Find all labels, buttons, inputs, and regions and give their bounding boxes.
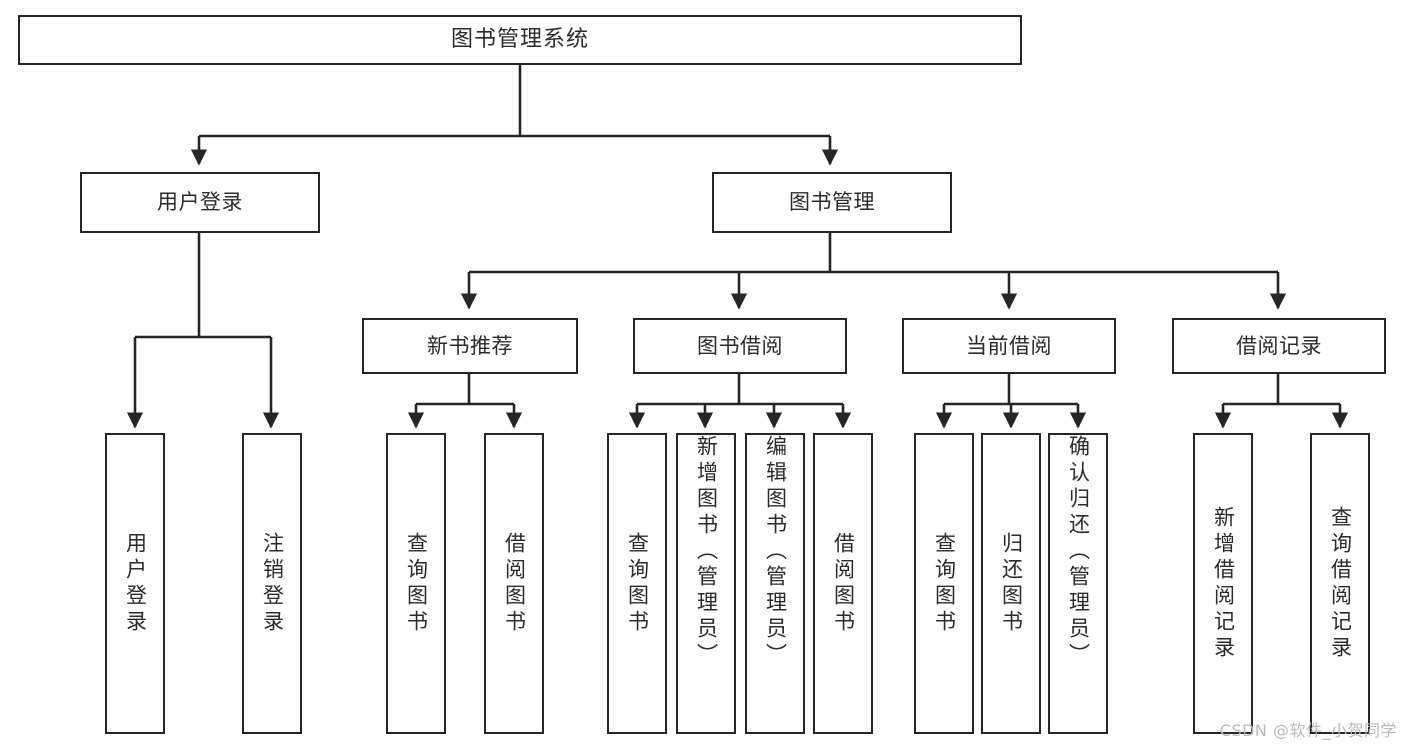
leaf-current-confirm-return-label: 确认归还（管理员） [1066,435,1091,669]
node-new-book-recommend[interactable]: 新书推荐 [362,318,578,374]
leaf-record-query-record[interactable]: 查询借阅记录 [1310,433,1370,734]
leaf-newbook-query-book-label: 查询图书 [404,531,429,636]
leaf-borrow-edit-book[interactable]: 编辑图书（管理员） [745,433,805,734]
leaf-record-add-record[interactable]: 新增借阅记录 [1193,433,1253,734]
node-user-login-label: 用户登录 [157,190,243,215]
node-book-manage-label: 图书管理 [789,190,875,215]
leaf-borrow-edit-book-label: 编辑图书（管理员） [763,435,788,669]
csdn-watermark: CSDN @软件_小贺同学 [1219,721,1397,740]
leaf-newbook-borrow-book[interactable]: 借阅图书 [484,433,544,734]
node-current-borrow[interactable]: 当前借阅 [902,318,1116,374]
node-book-borrow[interactable]: 图书借阅 [633,318,847,374]
leaf-current-return-book-label: 归还图书 [999,531,1024,636]
leaf-user-login-signin[interactable]: 用户登录 [105,433,165,734]
node-current-borrow-label: 当前借阅 [966,333,1052,358]
leaf-record-add-record-label: 新增借阅记录 [1211,505,1236,662]
leaf-borrow-borrow-book-label: 借阅图书 [831,531,856,636]
node-borrow-record-label: 借阅记录 [1236,333,1322,358]
leaf-borrow-borrow-book[interactable]: 借阅图书 [813,433,873,734]
leaf-user-login-signout-label: 注销登录 [260,531,285,636]
node-borrow-record[interactable]: 借阅记录 [1172,318,1386,374]
node-root-system[interactable]: 图书管理系统 [18,15,1022,65]
leaf-borrow-query-book[interactable]: 查询图书 [607,433,667,734]
node-new-book-recommend-label: 新书推荐 [427,333,513,358]
node-user-login[interactable]: 用户登录 [80,172,320,233]
leaf-borrow-query-book-label: 查询图书 [625,531,650,636]
leaf-record-query-record-label: 查询借阅记录 [1328,505,1353,662]
leaf-current-confirm-return[interactable]: 确认归还（管理员） [1048,433,1108,734]
node-root-system-label: 图书管理系统 [450,27,589,53]
leaf-current-return-book[interactable]: 归还图书 [981,433,1041,734]
leaf-current-query-book-label: 查询图书 [932,531,957,636]
leaf-newbook-borrow-book-label: 借阅图书 [502,531,527,636]
leaf-user-login-signout[interactable]: 注销登录 [242,433,302,734]
leaf-current-query-book[interactable]: 查询图书 [914,433,974,734]
leaf-borrow-add-book-label: 新增图书（管理员） [694,435,719,669]
leaf-borrow-add-book[interactable]: 新增图书（管理员） [676,433,736,734]
node-book-manage[interactable]: 图书管理 [712,172,952,233]
leaf-newbook-query-book[interactable]: 查询图书 [386,433,446,734]
leaf-user-login-signin-label: 用户登录 [123,531,148,636]
node-book-borrow-label: 图书借阅 [697,333,783,358]
